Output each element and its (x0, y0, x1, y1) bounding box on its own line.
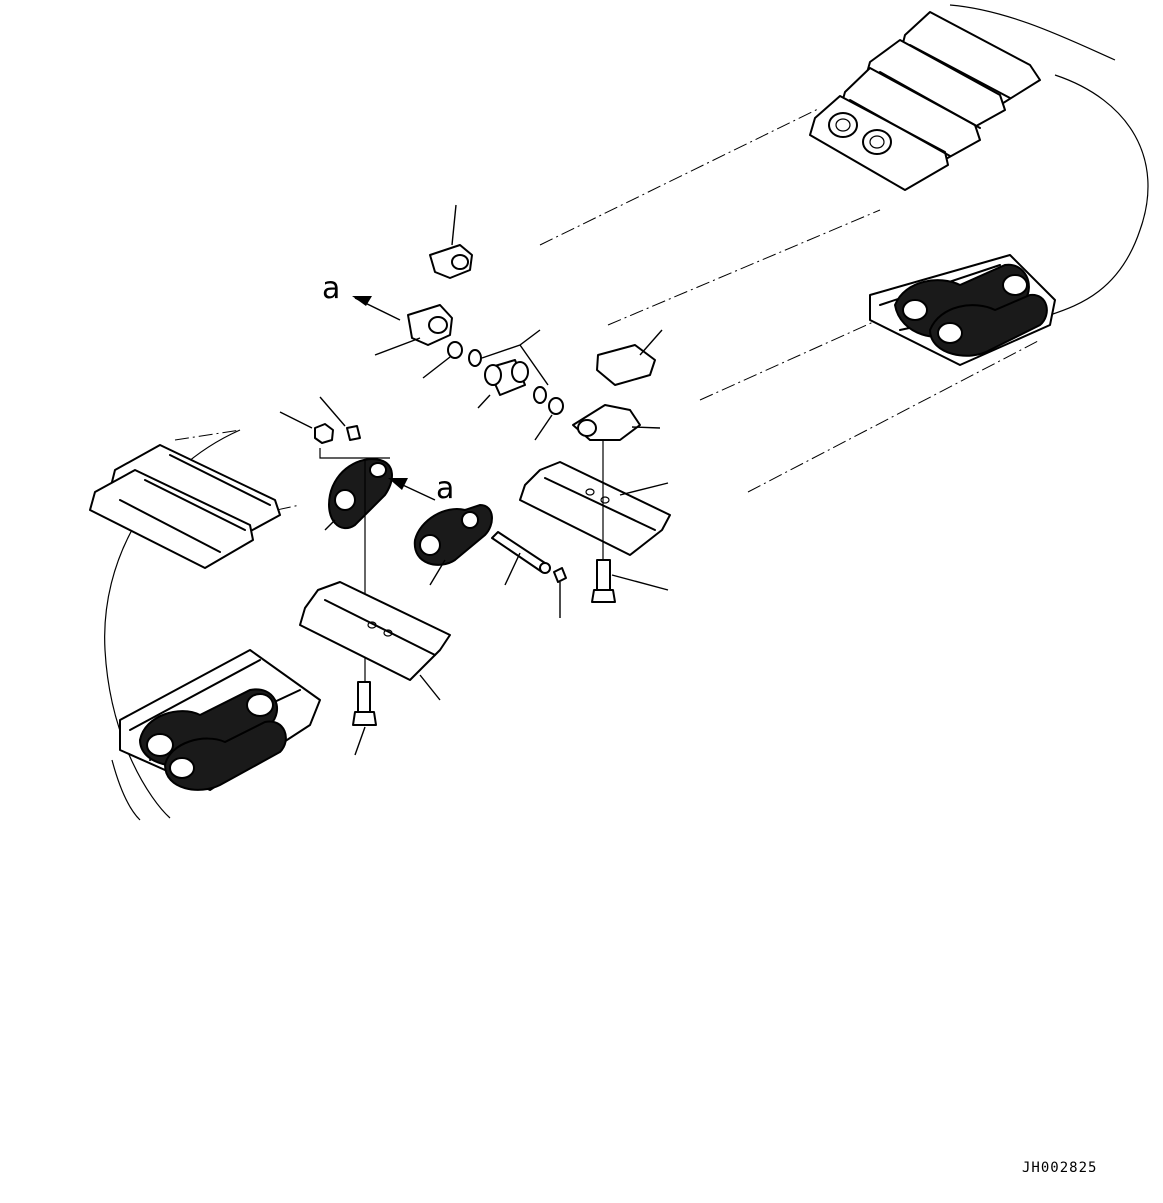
track-link-left (319, 448, 393, 700)
view-arrow-lower (388, 478, 436, 501)
shoe-bolt-left (352, 681, 377, 756)
track-pin (491, 531, 551, 586)
drawing-code: JH002825 (1022, 1160, 1097, 1176)
track-link-right (413, 503, 493, 586)
master-link-cap-lower (374, 304, 453, 356)
set-screw (319, 396, 361, 441)
track-shoe-right (519, 440, 671, 560)
seal-ring-right (533, 386, 564, 441)
seal-ring-left (422, 341, 463, 379)
right-link-assembly (869, 254, 1056, 366)
bushing (468, 329, 549, 409)
left-upper-shoe (89, 444, 281, 569)
nut (279, 411, 334, 444)
master-link-right (572, 404, 661, 441)
lock-pin (553, 567, 567, 618)
view-label-lower: a (436, 471, 454, 506)
upper-shoe-assembly (809, 11, 1041, 191)
lower-left-link-assembly (119, 649, 321, 791)
shoe-guard-right (596, 329, 663, 386)
track-shoe-left (299, 581, 451, 701)
master-link-cap (429, 204, 473, 279)
shoe-bolt-right (591, 559, 669, 603)
view-arrow-upper (352, 296, 401, 321)
view-label-upper: a (322, 271, 340, 306)
